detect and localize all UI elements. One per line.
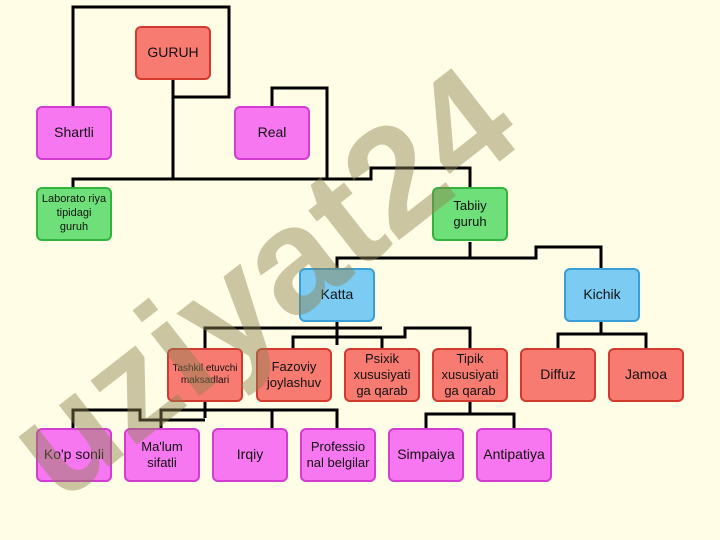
connector-kichik-children	[556, 322, 648, 348]
node-tashkil: Tashkil etuvchi maksadlari	[167, 348, 243, 402]
node-laboratoriya: Laborato riya tipidagi guruh	[36, 187, 112, 241]
node-real: Real	[234, 106, 310, 160]
node-psixik: Psixik xususiyati ga qarab	[344, 348, 420, 402]
node-tipik: Tipik xususiyati ga qarab	[432, 348, 508, 402]
connector-tipik-children	[424, 402, 516, 428]
connector-real-bus	[270, 86, 329, 179]
node-irqiy: Irqiy	[212, 428, 288, 482]
node-simpaiya: Simpaiya	[388, 428, 464, 482]
node-fazoviy: Fazoviy joylashuv	[256, 348, 332, 402]
node-guruh: GURUH	[135, 26, 211, 80]
node-diffuz: Diffuz	[520, 348, 596, 402]
node-kichik: Kichik	[564, 268, 640, 322]
connector-bus-groups	[71, 166, 472, 187]
node-jamoa: Jamoa	[608, 348, 684, 402]
node-professional: Professio nal belgilar	[300, 428, 376, 482]
node-tabiiy: Tabiiy guruh	[432, 187, 508, 241]
node-shartli: Shartli	[36, 106, 112, 160]
node-malum-sifatli: Ma'lum sifatli	[124, 428, 200, 482]
connector-tabiiy-katta	[335, 242, 472, 268]
node-katta: Katta	[299, 268, 375, 322]
node-kop-sonli: Ko'p sonli	[36, 428, 112, 482]
connector-katta-children	[203, 322, 472, 348]
connector-tabiiy-kichik	[470, 245, 603, 268]
node-antipatiya: Antipatiya	[476, 428, 552, 482]
connector-tashkil-children	[71, 402, 339, 428]
